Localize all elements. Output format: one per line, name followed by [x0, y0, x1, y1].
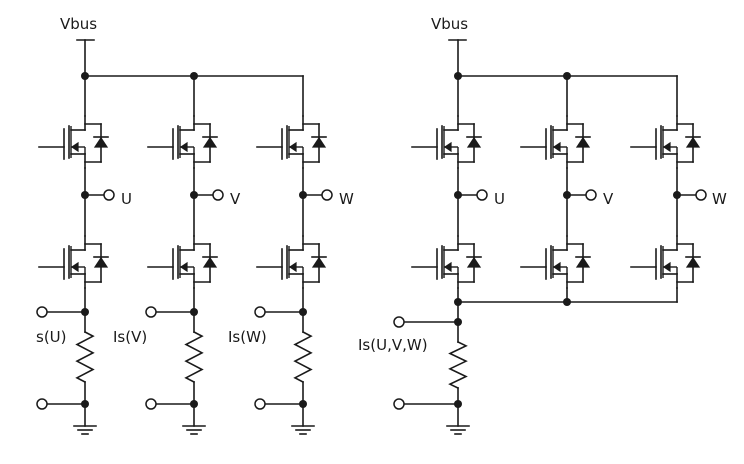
- left-phase-terminal-v: [212, 189, 224, 201]
- left-phase-terminal-w: [321, 189, 333, 201]
- left-shunt-resistor-u: [75, 330, 95, 384]
- left-phase-label-u: U: [121, 190, 132, 208]
- left-sense-terminal-u: [36, 306, 48, 318]
- left-ground-u: [73, 403, 97, 435]
- right-phase-terminal-u: [476, 189, 488, 201]
- left-shunt-resistor-v: [184, 330, 204, 384]
- right-high-side-mosfet-w: [630, 115, 701, 169]
- left-sense-terminal-v: [145, 306, 157, 318]
- left-ground-terminal-v: [145, 398, 157, 410]
- left-leg-v: [145, 75, 224, 435]
- left-ground-terminal-u: [36, 398, 48, 410]
- right-phase-label-v: V: [603, 190, 614, 208]
- left-ground-v: [182, 403, 206, 435]
- right-sense-terminal: [393, 316, 405, 328]
- left-low-side-mosfet-v: [147, 235, 218, 289]
- right-shunt: [393, 301, 470, 435]
- right-low-side-mosfet-u: [411, 235, 482, 289]
- left-low-side-mosfet-u: [38, 235, 109, 289]
- right-circuit: Vbus U V W Is(U,V,W): [358, 15, 727, 435]
- right-inverter-legs: [411, 75, 707, 303]
- left-high-side-mosfet-w: [256, 115, 327, 169]
- left-leg-w: [254, 75, 333, 435]
- right-vbus-label: Vbus: [431, 15, 468, 33]
- left-sense-terminal-w: [254, 306, 266, 318]
- left-low-side-mosfet-w: [256, 235, 327, 289]
- left-phase-label-v: V: [230, 190, 241, 208]
- left-high-side-mosfet-u: [38, 115, 109, 169]
- right-ground: [446, 403, 470, 435]
- right-leg-v: [520, 75, 597, 303]
- right-phase-terminal-w: [695, 189, 707, 201]
- right-leg-u: [411, 75, 488, 303]
- left-sense-label-w: Is(W): [228, 328, 267, 346]
- right-shunt-resistor: [448, 340, 468, 390]
- left-phase-label-w: W: [339, 190, 354, 208]
- right-sense-label: Is(U,V,W): [358, 336, 428, 354]
- left-high-side-mosfet-v: [147, 115, 218, 169]
- left-vbus-rail: [76, 39, 304, 80]
- left-shunt-resistor-w: [293, 330, 313, 384]
- right-low-side-mosfet-v: [520, 235, 591, 289]
- right-ground-terminal: [393, 398, 405, 410]
- right-phase-label-w: W: [712, 190, 727, 208]
- left-leg-u: [36, 75, 115, 435]
- left-circuit: Vbus U V W s(U) Is(V) Is(W): [36, 15, 354, 435]
- left-sense-label-v: Is(V): [113, 328, 147, 346]
- left-vbus-label: Vbus: [60, 15, 97, 33]
- right-low-side-mosfet-w: [630, 235, 701, 289]
- right-leg-w: [630, 75, 707, 303]
- left-inverter-legs: [36, 75, 333, 435]
- right-high-side-mosfet-u: [411, 115, 482, 169]
- right-high-side-mosfet-v: [520, 115, 591, 169]
- left-sense-label-u: s(U): [36, 328, 67, 346]
- right-vbus-rail: [448, 39, 678, 80]
- right-common-return: [454, 298, 678, 306]
- left-ground-w: [291, 403, 315, 435]
- left-phase-terminal-u: [103, 189, 115, 201]
- left-ground-terminal-w: [254, 398, 266, 410]
- right-phase-label-u: U: [494, 190, 505, 208]
- right-phase-terminal-v: [585, 189, 597, 201]
